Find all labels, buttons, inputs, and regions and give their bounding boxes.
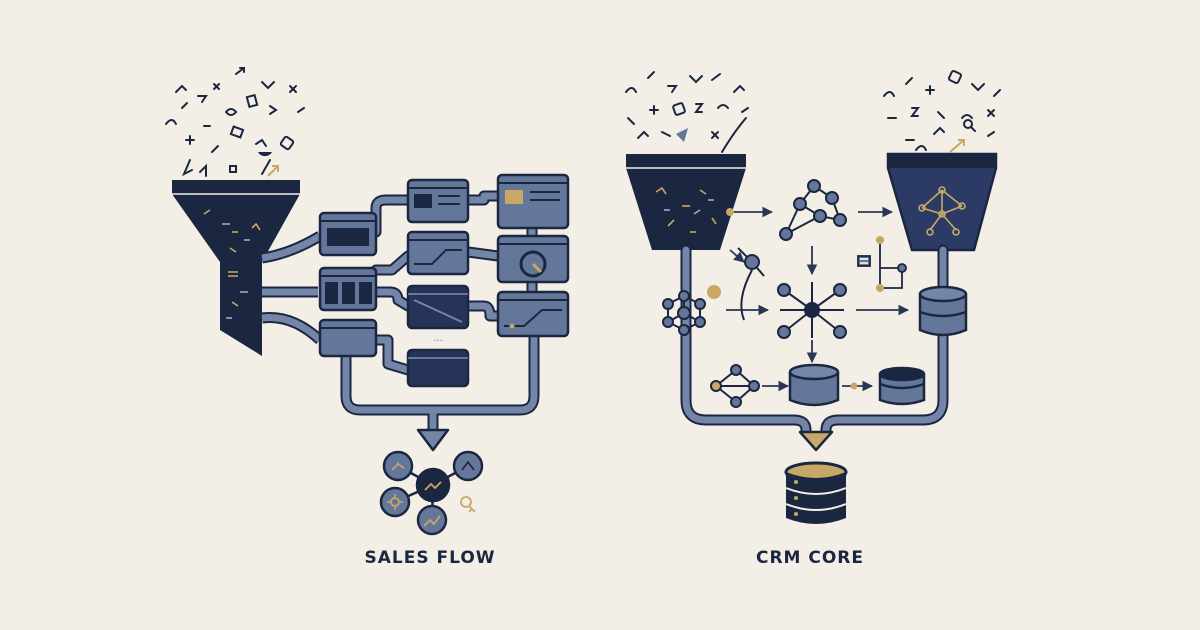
crm-core-caption: CRM CORE (755, 548, 865, 568)
network-node-4 (416, 504, 448, 536)
crm-core-diagram (625, 70, 1001, 524)
card-window-8 (496, 173, 570, 230)
sales-funnel (172, 180, 300, 356)
card-window-3 (318, 318, 378, 358)
network-cluster-left (379, 450, 484, 536)
card-window-10 (496, 290, 570, 338)
card-window-7 (406, 348, 470, 388)
card-window-1 (318, 211, 378, 257)
database-right (918, 285, 968, 337)
gold-arrow-glyph-right (949, 139, 965, 153)
triangle-glyph (676, 128, 688, 142)
flow-down-arrow (416, 428, 450, 452)
network-node-3 (379, 486, 411, 518)
crm-triangle-graph (710, 364, 760, 408)
funnel-left-gold-marks (655, 186, 717, 233)
funnel-light-marks (222, 223, 250, 319)
crm-core-database (784, 461, 848, 524)
sales-flow-caption: SALES FLOW (364, 548, 496, 568)
sales-flow-diagram: ... (165, 67, 570, 536)
gold-arrow-glyph (267, 165, 279, 177)
card-window-5 (406, 230, 470, 276)
crm-star-network (777, 282, 847, 339)
scattered-data-glyphs-left (165, 67, 305, 177)
gold-dot-hex (707, 285, 721, 299)
gold-dot-db (850, 382, 858, 390)
card-window-6 (406, 284, 470, 330)
card-window-2 (318, 266, 378, 312)
crm-hex-cluster (662, 290, 706, 336)
card-window-9 (496, 234, 570, 284)
half-moon-glyph (258, 152, 272, 157)
crm-outer-pipes (680, 244, 949, 436)
key-icon (460, 496, 476, 513)
network-node-2 (452, 450, 484, 482)
pipes-between-cards (340, 190, 540, 436)
crm-node-small (737, 247, 765, 321)
scattered-data-glyphs-right-b (883, 70, 1001, 151)
card-window-4 (406, 178, 470, 224)
card-column-1 (318, 211, 378, 358)
network-node-1 (382, 450, 414, 482)
funnel-gold-marks (203, 209, 261, 307)
crm-flow-arrows (726, 206, 910, 392)
crm-graph-top (779, 179, 847, 241)
card-column-2: ... (406, 178, 470, 388)
funnel-right-network (918, 186, 966, 236)
crm-funnel-left (626, 154, 746, 250)
gold-dot-funnel-out (726, 208, 734, 216)
network-node-center (415, 467, 451, 503)
database-center (788, 363, 840, 407)
crm-mini-chart (857, 236, 907, 292)
card-column-3 (496, 173, 570, 338)
database-small (878, 366, 926, 406)
crm-down-arrow (798, 430, 834, 452)
scattered-data-glyphs-right-a (625, 71, 749, 153)
ellipsis-text: ... (433, 333, 443, 344)
